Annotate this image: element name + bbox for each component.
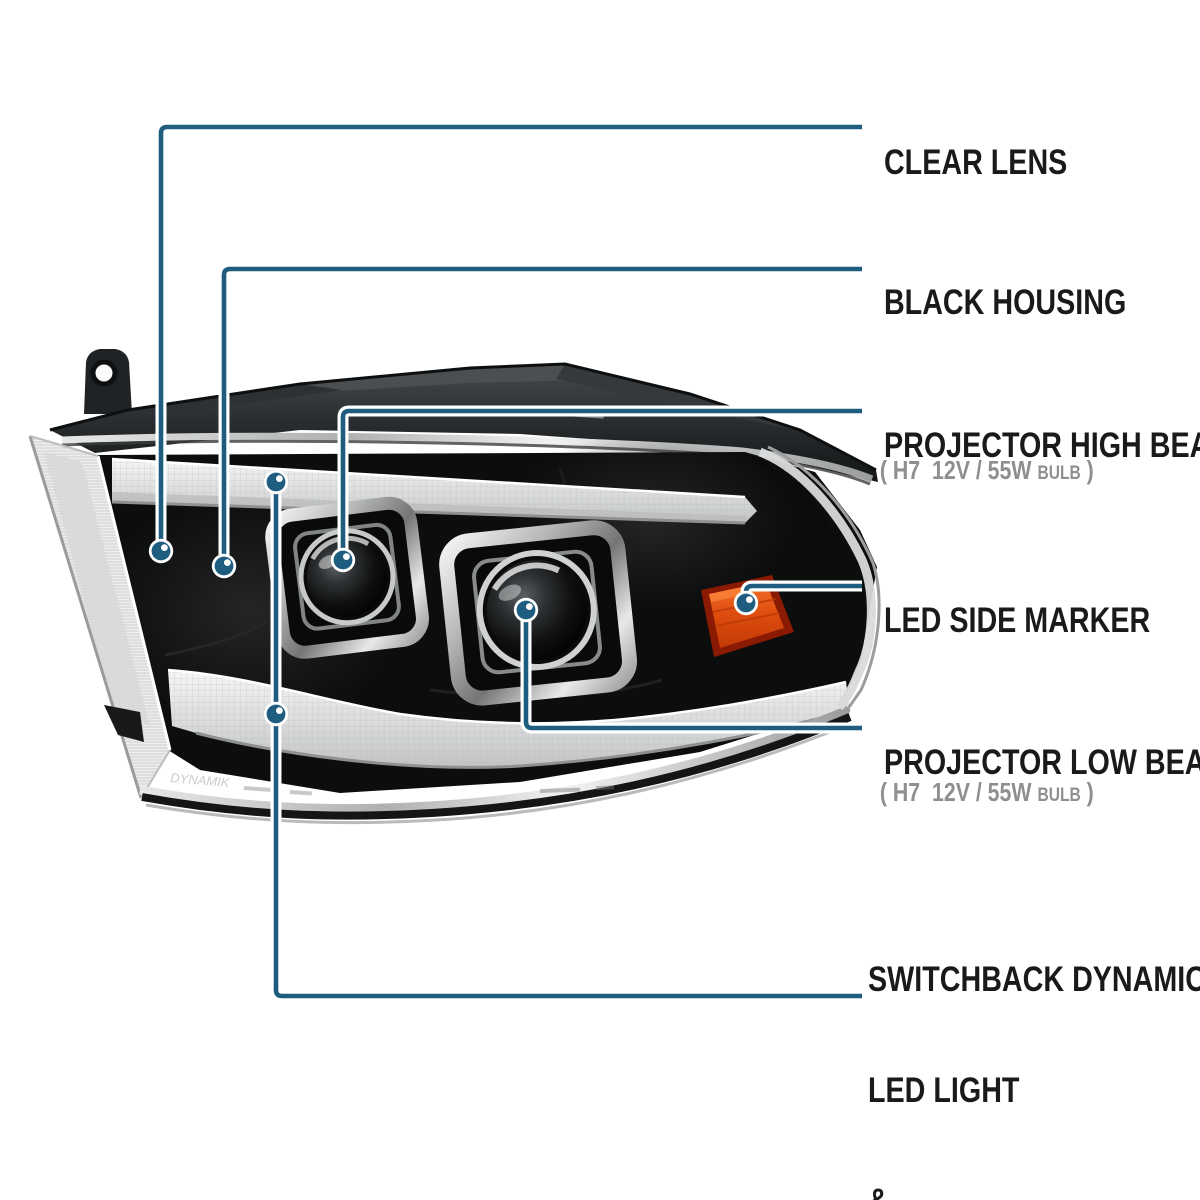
callout-lines	[155, 121, 862, 1002]
label-switchback: SWITCHBACK DYNAMIC LED LIGHT & SEQUENTIA…	[868, 960, 1200, 1200]
callout-dots	[148, 469, 759, 727]
label-high-beam-spec: ( H7 12V / 55W BULB )	[879, 455, 1094, 485]
callout-line-clear-lens	[158, 124, 862, 551]
low-beam-projector	[439, 520, 638, 706]
callout-line-projector-low-beam	[523, 610, 862, 731]
led-side-marker-lamp	[701, 575, 794, 657]
right-lens-edge	[751, 445, 881, 711]
callout-dot-side-marker	[733, 590, 759, 616]
callout-dot-clear-lens	[148, 538, 174, 564]
callout-dot-low-beam	[513, 597, 539, 623]
label-led-side-marker: LED SIDE MARKER	[883, 601, 1151, 640]
label-low-beam-spec: ( H7 12V / 55W BULB )	[879, 777, 1094, 807]
clear-lens-edge	[28, 435, 172, 799]
label-projector-high-beam: PROJECTOR HIGH BEAM	[883, 426, 1200, 465]
mounting-tab-icon	[84, 349, 132, 414]
callout-dot-black-housing	[211, 553, 237, 579]
label-projector-low-beam: PROJECTOR LOW BEAM	[883, 743, 1200, 782]
callout-line-projector-high-beam	[340, 408, 862, 560]
callout-dot-switchback-upper	[263, 469, 289, 495]
callout-dot-high-beam	[330, 547, 356, 573]
lens-brand-etching: DYNAMIK	[170, 770, 232, 790]
callout-dot-switchback-lower	[263, 701, 289, 727]
label-clear-lens: CLEAR LENS	[883, 143, 1068, 182]
lower-mounting-tab-icon	[104, 705, 144, 742]
headlight-illustration: DYNAMIK	[28, 349, 881, 825]
bottom-chrome-lip	[139, 705, 852, 825]
lens-etchings: DYNAMIK	[170, 770, 615, 796]
label-black-housing: BLACK HOUSING	[883, 283, 1127, 322]
callout-line-black-housing	[221, 266, 862, 566]
callout-line-switchback	[273, 482, 862, 999]
